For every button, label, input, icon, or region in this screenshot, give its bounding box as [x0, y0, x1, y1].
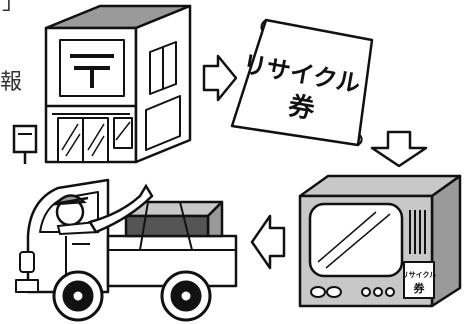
tv-sticker-label-line2: 券 — [413, 281, 426, 295]
tv-sticker-label-line1: リサイクル — [402, 270, 437, 279]
arrow-down-icon — [372, 132, 426, 166]
post-office-building — [46, 6, 190, 162]
mailbox — [14, 126, 36, 164]
recycle-ticket: リサイクル 券 — [232, 20, 372, 145]
television — [300, 176, 460, 306]
arrow-right-icon — [204, 56, 236, 100]
arrow-left-icon — [252, 216, 284, 268]
